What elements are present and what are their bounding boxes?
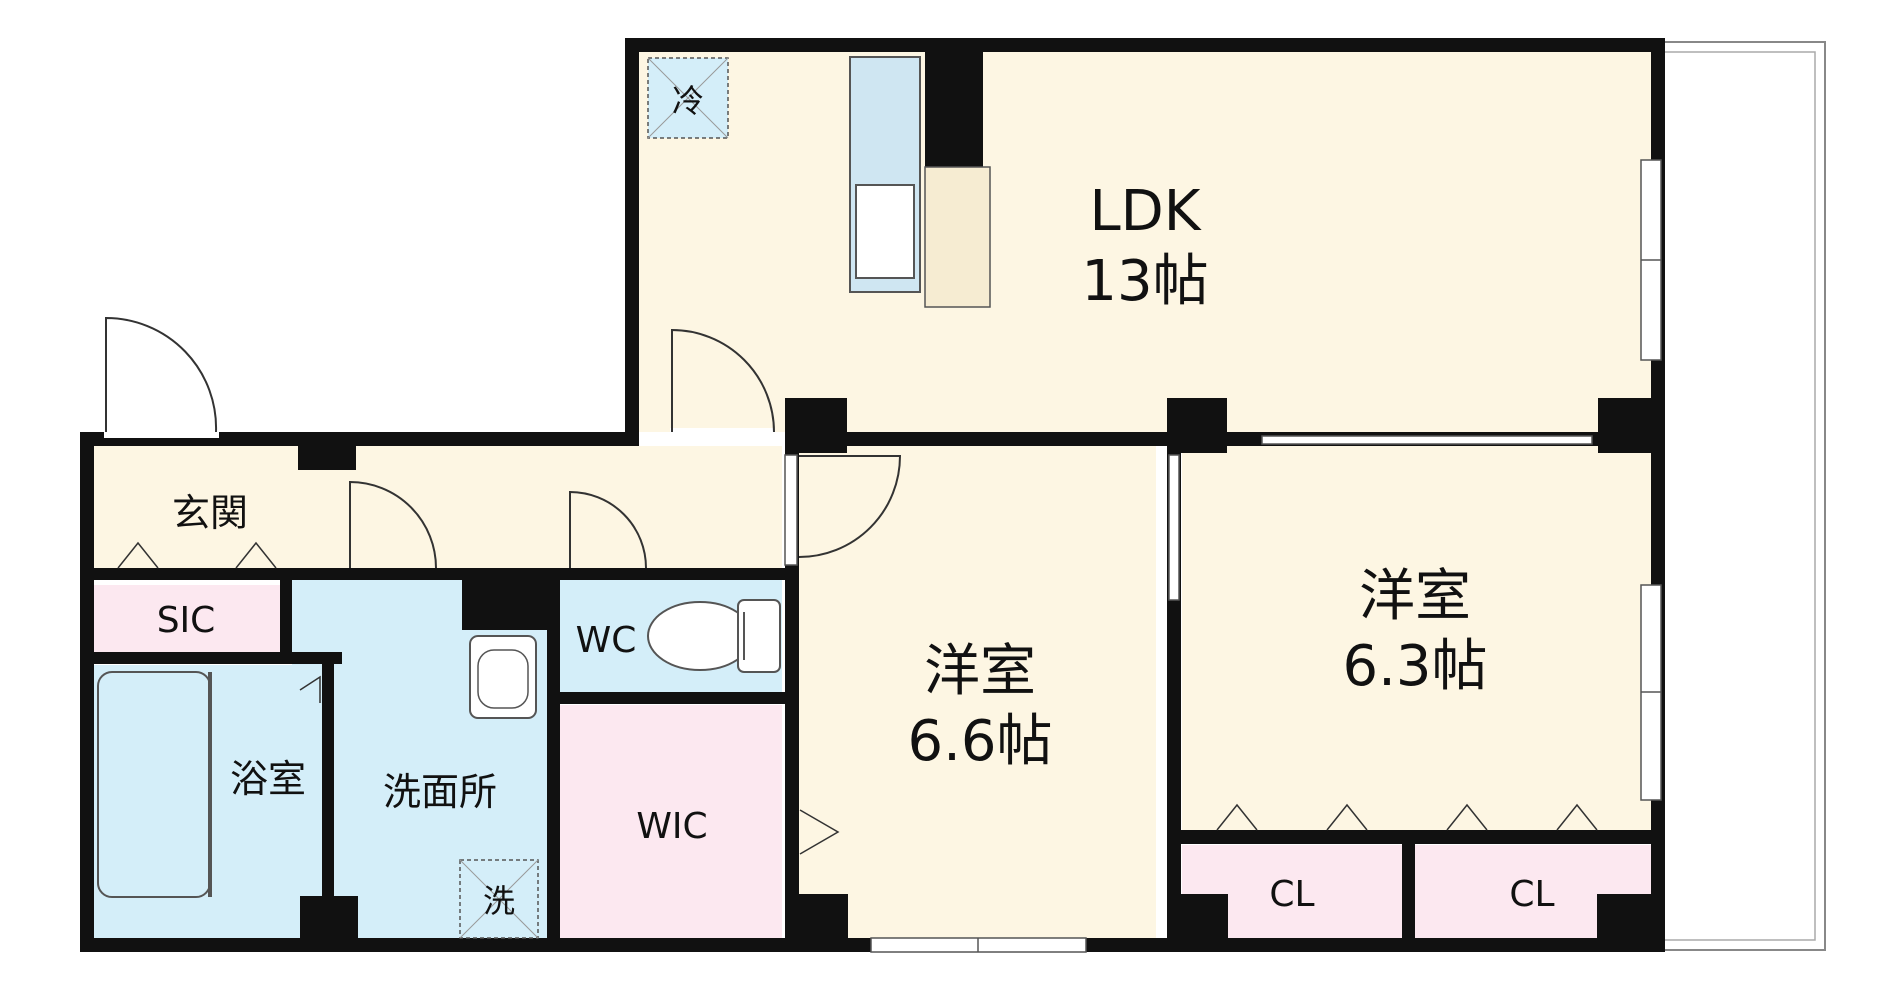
- washbasin: [469, 635, 537, 719]
- washroom-label: 洗面所: [383, 770, 497, 814]
- bathroom-label: 浴室: [230, 757, 306, 801]
- wc-label: WC: [576, 620, 637, 661]
- balcony: [1663, 41, 1826, 951]
- western-room-a-size-label: 6.6帖: [907, 709, 1052, 774]
- ldk-floor: [636, 52, 1651, 432]
- sic-label: SIC: [157, 600, 216, 641]
- columns: [298, 52, 1658, 946]
- western-room-b-name-label: 洋室: [1359, 564, 1471, 629]
- bathtub: [97, 671, 212, 898]
- western-room-b-floor: [1182, 446, 1651, 838]
- storage-door-markers: [117, 541, 1598, 855]
- hallway-floor: [92, 446, 782, 568]
- western-room-a-name-label: 洋室: [924, 639, 1036, 704]
- closet-a-label: CL: [1269, 874, 1314, 915]
- washer-space: [459, 859, 539, 939]
- wic-label: WIC: [636, 806, 707, 847]
- closet-b-label: CL: [1509, 874, 1554, 915]
- western-room-b-size-label: 6.3帖: [1342, 634, 1487, 699]
- ldk-size-label: 13帖: [1081, 249, 1208, 314]
- western-room-a-floor: [798, 446, 1156, 938]
- sic-floor: [92, 585, 280, 652]
- washer-label: 洗: [483, 882, 515, 920]
- wic-floor: [560, 705, 782, 940]
- ldk-name-label: LDK: [1089, 179, 1201, 244]
- entrance-label: 玄関: [172, 491, 248, 535]
- doors: [104, 316, 902, 569]
- window-mullions: [977, 259, 1661, 952]
- windows: [784, 159, 1662, 953]
- fridge-label: 冷: [672, 82, 704, 120]
- kitchen-counter: [849, 56, 991, 308]
- toilet: [647, 599, 781, 673]
- fridge-space: [647, 57, 729, 139]
